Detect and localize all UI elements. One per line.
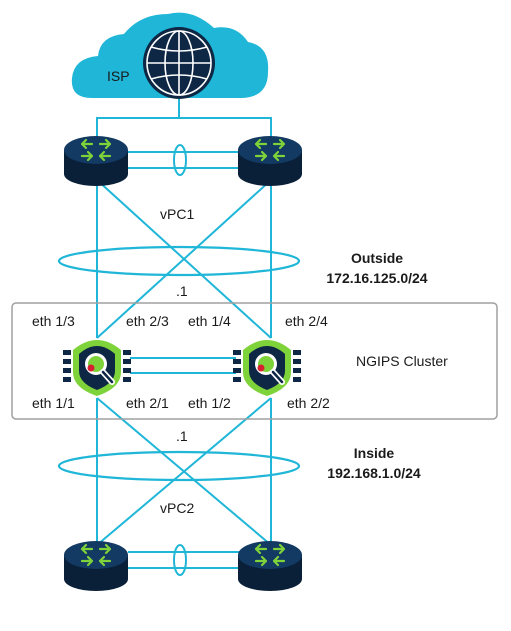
vpc1-label: vPC1 (160, 206, 194, 222)
inside-title: Inside (354, 445, 395, 461)
uplinks (96, 99, 272, 146)
router-icon (236, 539, 304, 593)
port-channel-ring-bottom (173, 544, 187, 576)
port-channel-ring-top (173, 144, 187, 176)
ngips-shield-icon (233, 340, 301, 396)
port-label: eth 2/3 (126, 313, 169, 329)
router-icon (62, 134, 130, 188)
cluster-label: NGIPS Cluster (356, 353, 448, 369)
router-icon (236, 134, 304, 188)
vpc-links (96, 170, 272, 555)
router-peer-links (128, 151, 240, 569)
globe-icon (143, 27, 215, 99)
outside-title: Outside (351, 250, 403, 266)
port-label: eth 1/2 (188, 395, 231, 411)
port-label: eth 1/1 (32, 395, 75, 411)
isp-label: ISP (107, 68, 130, 84)
ngips-shield-icon (63, 340, 131, 396)
ngips-cluster-box (11, 302, 498, 420)
vpc2-label: vPC2 (160, 500, 194, 516)
port-label: eth 1/4 (188, 313, 231, 329)
outside-vlan-ring (57, 245, 301, 277)
port-label: eth 1/3 (32, 313, 75, 329)
port-label: eth 2/4 (285, 313, 328, 329)
port-label: eth 2/2 (287, 395, 330, 411)
inside-subnet: 192.168.1.0/24 (327, 465, 421, 481)
port-label: eth 2/1 (126, 395, 169, 411)
inside-vlan-ring (57, 450, 301, 482)
outside-address: .1 (176, 283, 188, 299)
inside-address: .1 (176, 428, 188, 444)
cluster-control-link (130, 357, 236, 374)
outside-subnet: 172.16.125.0/24 (326, 270, 427, 286)
router-icon (62, 539, 130, 593)
